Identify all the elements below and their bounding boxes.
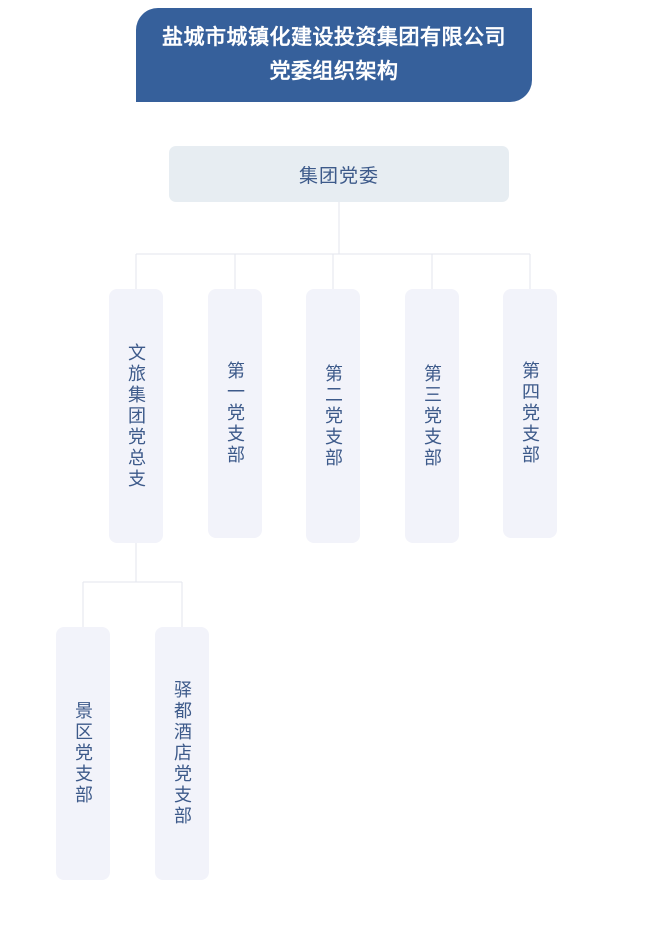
chart-title-text: 盐城市城镇化建设投资集团有限公司 党委组织架构 xyxy=(162,26,506,83)
node-label: 景区党支部 xyxy=(73,701,93,806)
node-yidu-hotel-party-branch[interactable]: 驿都酒店党支部 xyxy=(155,627,209,880)
node-label: 驿都酒店党支部 xyxy=(172,680,192,827)
node-first-party-branch[interactable]: 第一党支部 xyxy=(208,289,262,538)
node-cultural-tourism-branch[interactable]: 文旅集团党总支 xyxy=(109,289,163,543)
node-second-party-branch[interactable]: 第二党支部 xyxy=(306,289,360,543)
chart-title-banner: 盐城市城镇化建设投资集团有限公司 党委组织架构 xyxy=(136,8,532,102)
node-label: 第三党支部 xyxy=(422,363,442,469)
node-label: 文旅集团党总支 xyxy=(126,342,146,490)
node-label: 第一党支部 xyxy=(225,361,245,466)
node-label: 第二党支部 xyxy=(323,363,343,469)
node-scenic-area-party-branch[interactable]: 景区党支部 xyxy=(56,627,110,880)
node-root-label: 集团党委 xyxy=(298,165,379,187)
node-label: 第四党支部 xyxy=(520,361,540,466)
node-root-group-party-committee[interactable]: 集团党委 xyxy=(169,146,509,202)
node-fourth-party-branch[interactable]: 第四党支部 xyxy=(503,289,557,538)
node-third-party-branch[interactable]: 第三党支部 xyxy=(405,289,459,543)
